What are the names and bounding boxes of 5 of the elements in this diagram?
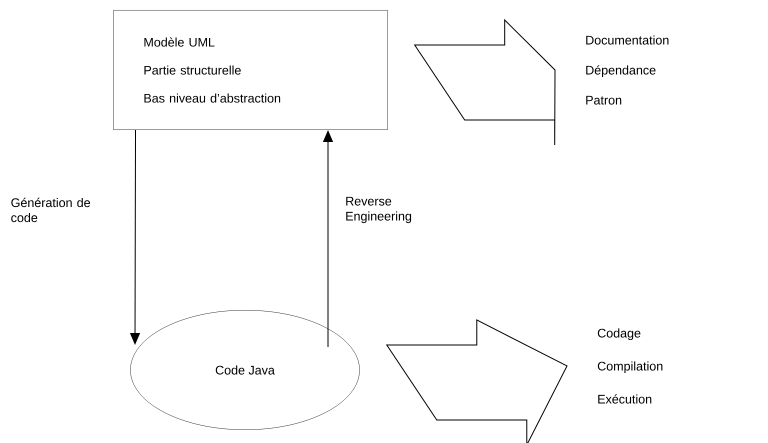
model-box: Modèle UML Partie structurelle Bas niveau d’abstraction xyxy=(113,10,388,130)
item-list: Codage Compilation Exécution xyxy=(598,328,662,404)
item-list: Documentation Dépendance Patron xyxy=(586,35,668,105)
edge-label: Génération de code xyxy=(11,198,90,222)
edge-label: Reverse Engineering xyxy=(346,196,412,224)
